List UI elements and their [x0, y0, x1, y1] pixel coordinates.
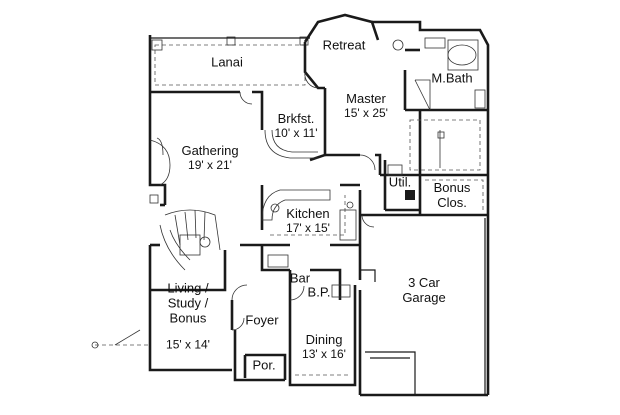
room-label-lanai: Lanai — [211, 55, 243, 70]
room-label-foyer: Foyer — [245, 313, 278, 328]
mbath-name: M.Bath — [431, 70, 473, 86]
bonus-clos-name: Bonus Clos. — [433, 180, 471, 210]
room-label-dining: Dining 13' x 16' — [302, 332, 346, 362]
brkfst-name: Brkfst. — [277, 111, 315, 126]
room-label-brkfst: Brkfst. 10' x 11' — [274, 111, 317, 141]
doors — [231, 71, 376, 331]
room-label-gathering: Gathering 19' x 21' — [181, 143, 238, 173]
room-label-mbath: M.Bath — [431, 71, 472, 86]
garage-name: 3 Car Garage — [402, 275, 446, 305]
fixtures — [91, 37, 486, 376]
room-label-bar: Bar — [290, 271, 310, 286]
exterior-walls — [148, 13, 490, 397]
room-label-util: Util. — [389, 175, 411, 190]
dining-dims: 13' x 16' — [302, 347, 346, 361]
master-dims: 15' x 25' — [344, 106, 388, 120]
dining-name: Dining — [305, 332, 343, 347]
room-label-bp: B.P. — [308, 285, 331, 300]
room-label-kitchen: Kitchen 17' x 15' — [286, 206, 330, 236]
lanai-area — [148, 35, 310, 90]
kitchen-name: Kitchen — [286, 206, 330, 221]
room-label-living: Living / Study / Bonus 15' x 14' — [166, 268, 210, 365]
retreat-name: Retreat — [322, 37, 366, 53]
room-label-por: Por. — [252, 358, 275, 373]
gathering-name: Gathering — [181, 143, 239, 158]
room-label-bonus-clos: Bonus Clos. — [434, 165, 471, 225]
foyer-name: Foyer — [245, 312, 279, 328]
lanai-name: Lanai — [211, 54, 243, 70]
living-dims: 15' x 14' — [166, 337, 210, 352]
kitchen-dims: 17' x 15' — [286, 221, 330, 235]
util-name: Util. — [388, 174, 412, 190]
por-name: Por. — [252, 357, 276, 373]
gathering-dims: 19' x 21' — [188, 158, 232, 172]
room-label-retreat: Retreat — [323, 38, 366, 53]
bar-name: Bar — [289, 270, 311, 286]
living-name: Living / Study / Bonus — [167, 280, 209, 326]
room-label-garage: 3 Car Garage — [402, 260, 445, 320]
brkfst-dims: 10' x 11' — [274, 126, 318, 140]
room-label-master: Master 15' x 25' — [344, 91, 388, 121]
bp-name: B.P. — [307, 284, 331, 300]
master-name: Master — [346, 91, 386, 106]
